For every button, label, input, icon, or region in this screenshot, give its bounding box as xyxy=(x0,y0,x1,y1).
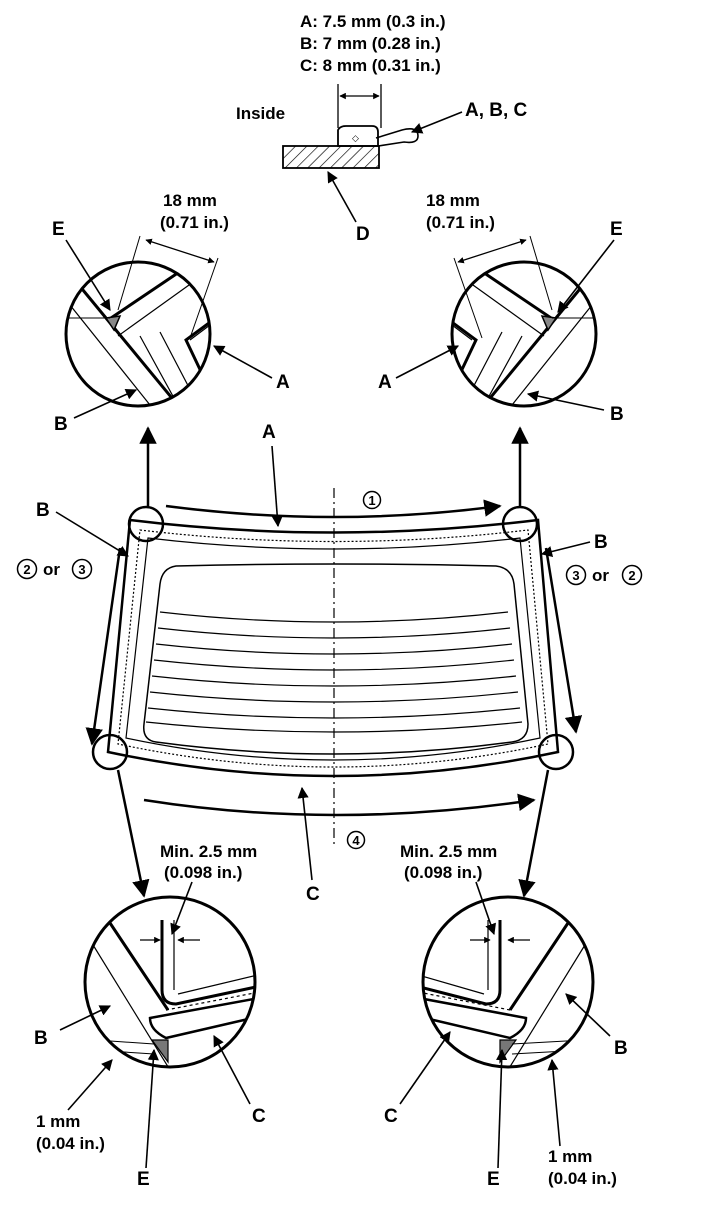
top-right-detail: 18 mm (0.71 in.) E A B xyxy=(378,191,624,425)
spec-c: C: 8 mm (0.31 in.) xyxy=(300,56,441,75)
tl-dim1: 18 mm xyxy=(163,191,217,210)
br-min1: Min. 2.5 mm xyxy=(400,842,497,861)
tl-a-label: A xyxy=(276,372,290,393)
windshield-glass: A B B C 1 2 or 3 3 or 2 4 xyxy=(16,422,643,905)
bl-gap1: 1 mm xyxy=(36,1112,80,1131)
tl-dim2: (0.71 in.) xyxy=(160,213,229,232)
svg-text:or: or xyxy=(43,560,60,579)
svg-text:3: 3 xyxy=(572,568,579,583)
br-min2: (0.098 in.) xyxy=(404,863,482,882)
inside-label: Inside xyxy=(236,104,285,123)
glass-a-label: A xyxy=(262,422,276,443)
br-gap1: 1 mm xyxy=(548,1147,592,1166)
spec-b: B: 7 mm (0.28 in.) xyxy=(300,34,441,53)
section-abc-label: A, B, C xyxy=(465,100,528,121)
bottom-left-detail: Min. 2.5 mm (0.098 in.) B C E 1 mm (0.04… xyxy=(34,842,266,1190)
svg-text:1: 1 xyxy=(368,493,375,508)
tr-e-label: E xyxy=(610,219,623,240)
tr-dim2: (0.71 in.) xyxy=(426,213,495,232)
top-left-detail: 18 mm (0.71 in.) E A B xyxy=(52,191,290,435)
tr-b-label: B xyxy=(610,404,624,425)
bl-c-label: C xyxy=(252,1106,266,1127)
tr-dim1: 18 mm xyxy=(426,191,480,210)
seq-right: 3 or 2 xyxy=(565,564,643,586)
svg-text:4: 4 xyxy=(352,833,360,848)
tr-a-label: A xyxy=(378,372,392,393)
spec-list: A: 7.5 mm (0.3 in.) B: 7 mm (0.28 in.) C… xyxy=(300,12,445,75)
svg-text:or: or xyxy=(592,566,609,585)
seq-top: 1 xyxy=(362,490,382,510)
bottom-right-detail: Min. 2.5 mm (0.098 in.) B C E 1 mm (0.04… xyxy=(384,842,628,1190)
svg-text:2: 2 xyxy=(23,562,30,577)
glass-c-label: C xyxy=(306,884,320,905)
br-b-label: B xyxy=(614,1038,628,1059)
seq-left: 2 or 3 xyxy=(16,558,93,580)
br-gap2: (0.04 in.) xyxy=(548,1169,617,1188)
glass-b-left-label: B xyxy=(36,500,50,521)
glass-b-right-label: B xyxy=(594,532,608,553)
svg-text:3: 3 xyxy=(78,562,85,577)
section-d-label: D xyxy=(356,224,370,245)
br-e-label: E xyxy=(487,1169,500,1190)
bead-section-view: ◇ Inside A, B, C D xyxy=(236,84,528,245)
tl-e-label: E xyxy=(52,219,65,240)
tl-b-label: B xyxy=(54,414,68,435)
bl-e-label: E xyxy=(137,1169,150,1190)
svg-text:2: 2 xyxy=(628,568,635,583)
bl-min2: (0.098 in.) xyxy=(164,863,242,882)
bl-b-label: B xyxy=(34,1028,48,1049)
bl-gap2: (0.04 in.) xyxy=(36,1134,105,1153)
br-c-label: C xyxy=(384,1106,398,1127)
svg-text:◇: ◇ xyxy=(352,134,359,144)
spec-a: A: 7.5 mm (0.3 in.) xyxy=(300,12,445,31)
bl-min1: Min. 2.5 mm xyxy=(160,842,257,861)
seq-bottom: 4 xyxy=(346,830,366,850)
